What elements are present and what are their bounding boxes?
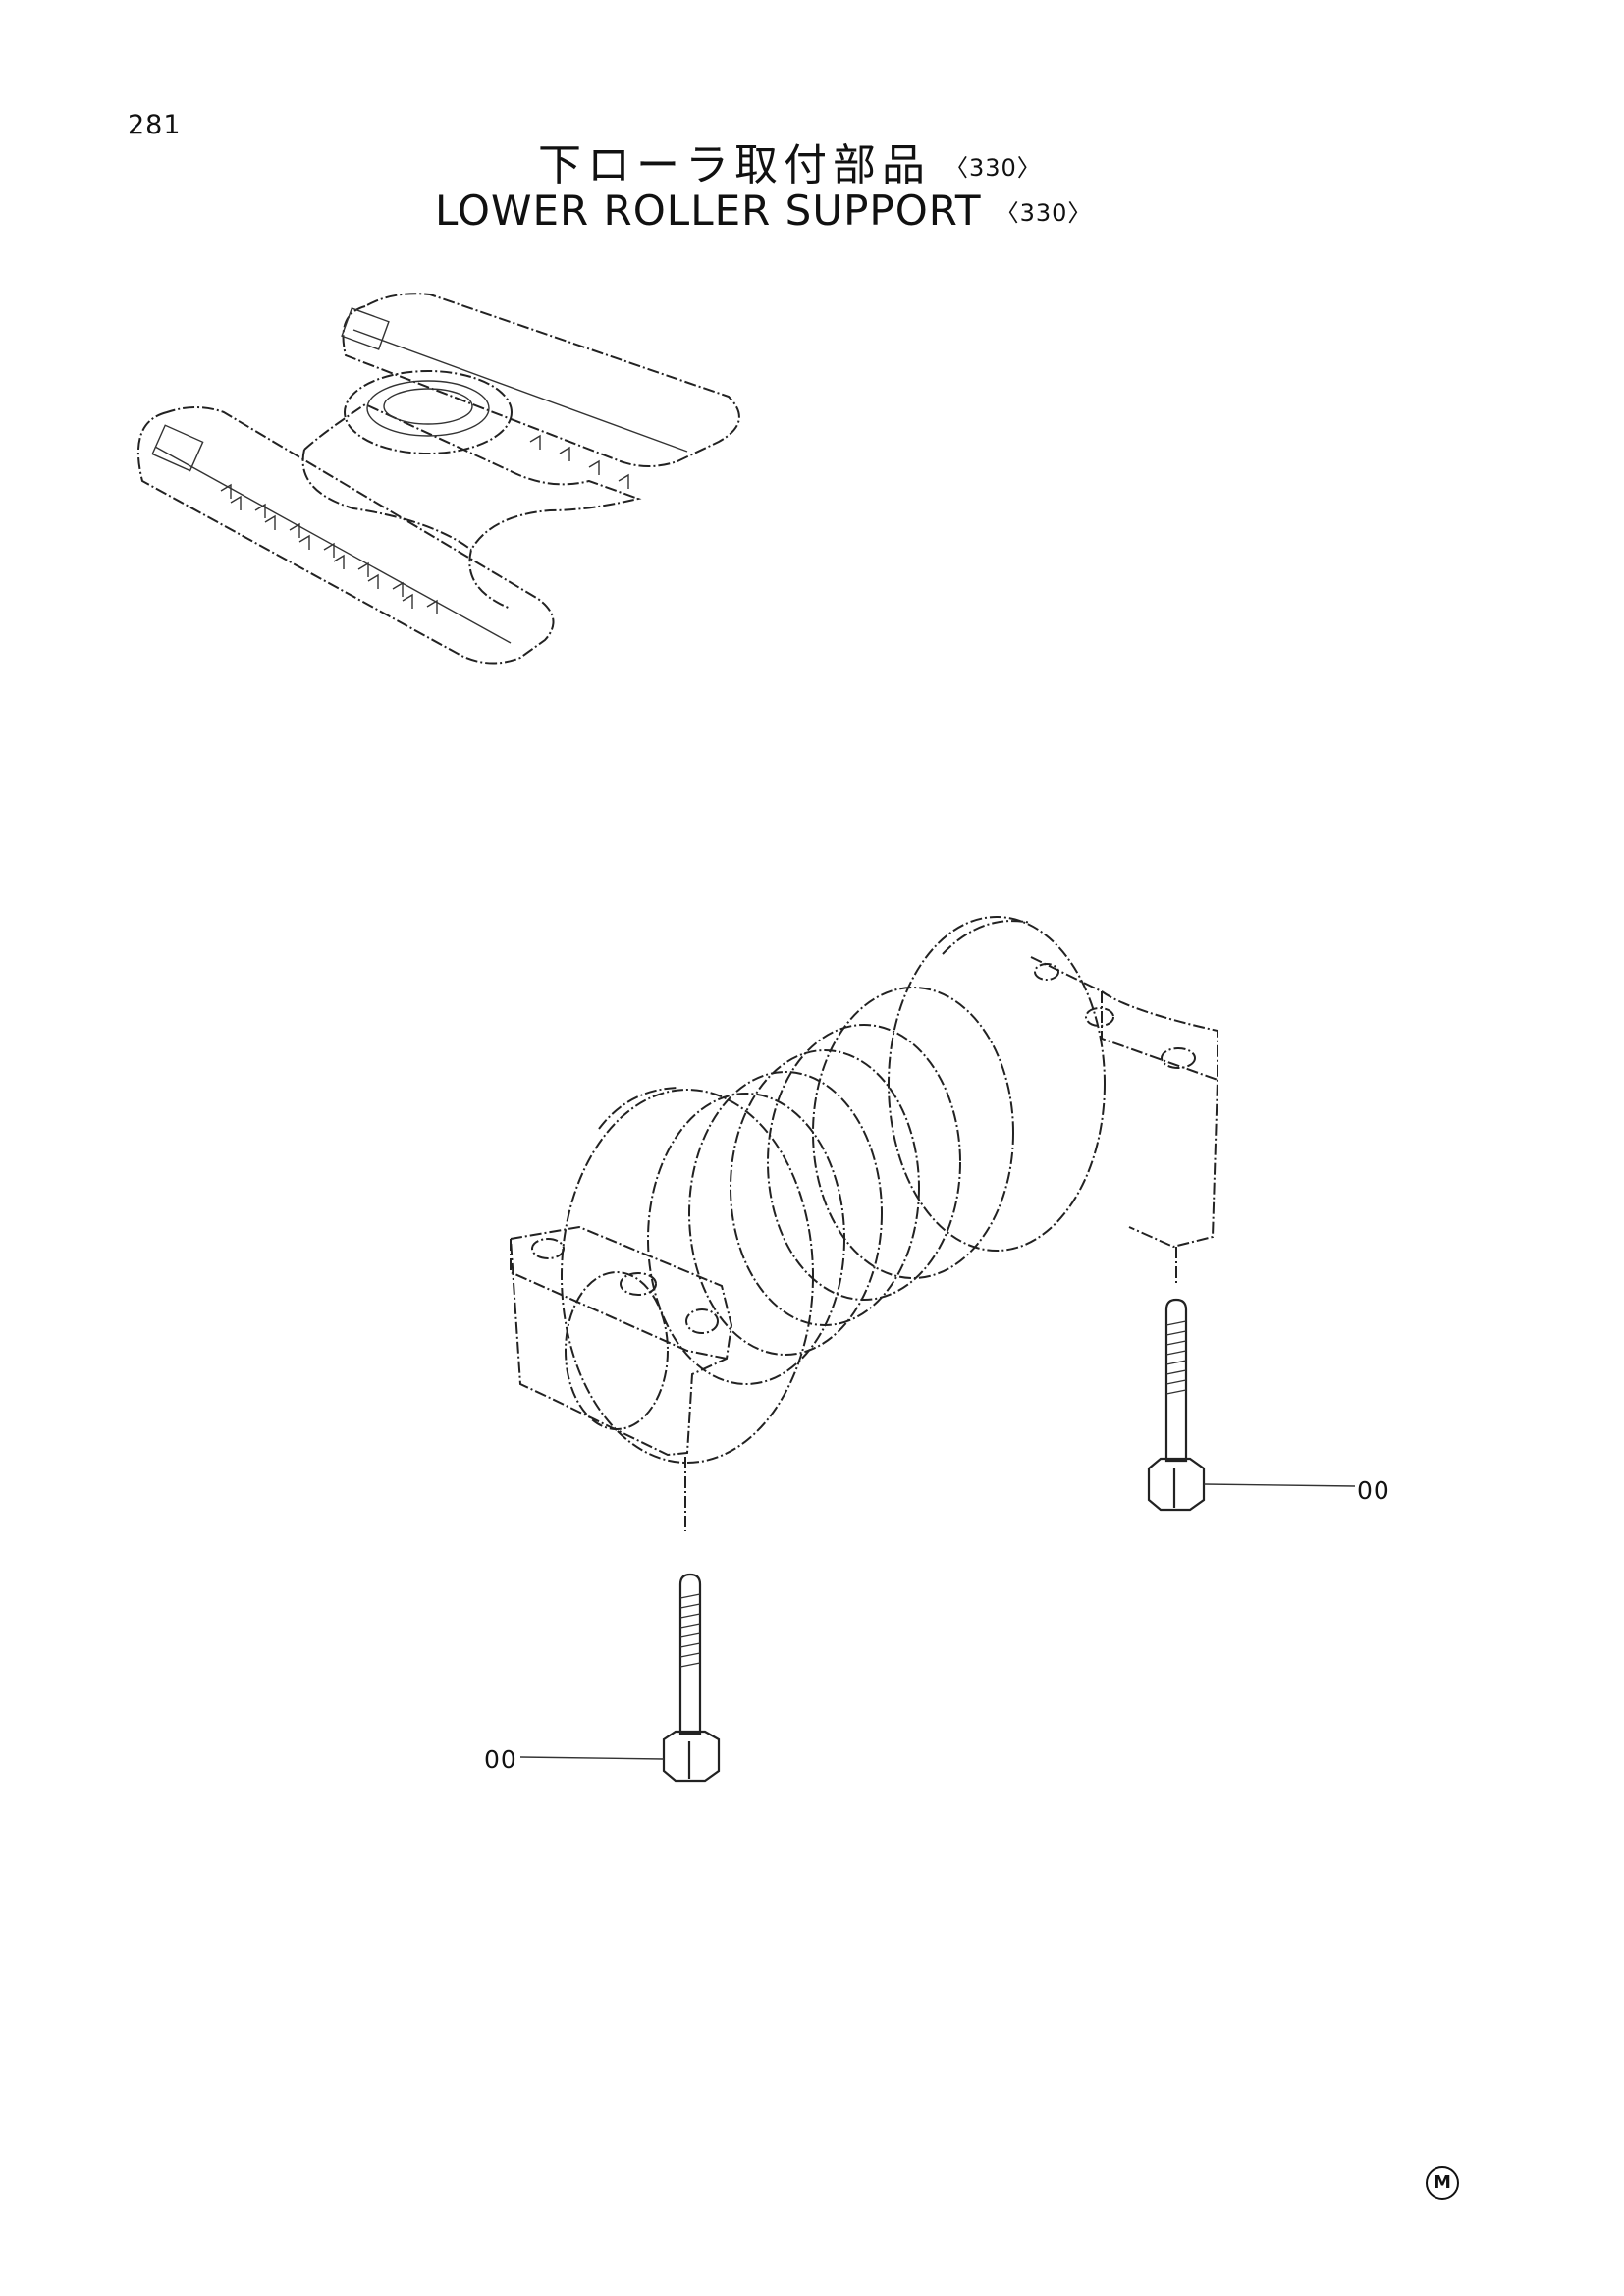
callout-label-right-bolt: 00 (1357, 1476, 1390, 1505)
page-number: 281 (128, 110, 182, 140)
title-en-text: LOWER ROLLER SUPPORT (435, 187, 982, 235)
page-title-english: LOWER ROLLER SUPPORT 〈330〉 (435, 187, 1092, 235)
bolt-right (1147, 1298, 1356, 1512)
title-en-code: 〈330〉 (995, 199, 1093, 227)
lower-roller (509, 916, 1218, 1531)
title-jp-text: 下ローラ取付部品 (538, 140, 931, 190)
undercarriage-overview (136, 293, 740, 665)
title-jp-code: 〈330〉 (945, 154, 1042, 182)
bolt-left (519, 1573, 721, 1783)
callout-label-left-bolt: 00 (484, 1745, 517, 1774)
manual-mark-symbol: M (1426, 2166, 1459, 2200)
page-title-japanese: 下ローラ取付部品〈330〉 (538, 130, 1042, 192)
